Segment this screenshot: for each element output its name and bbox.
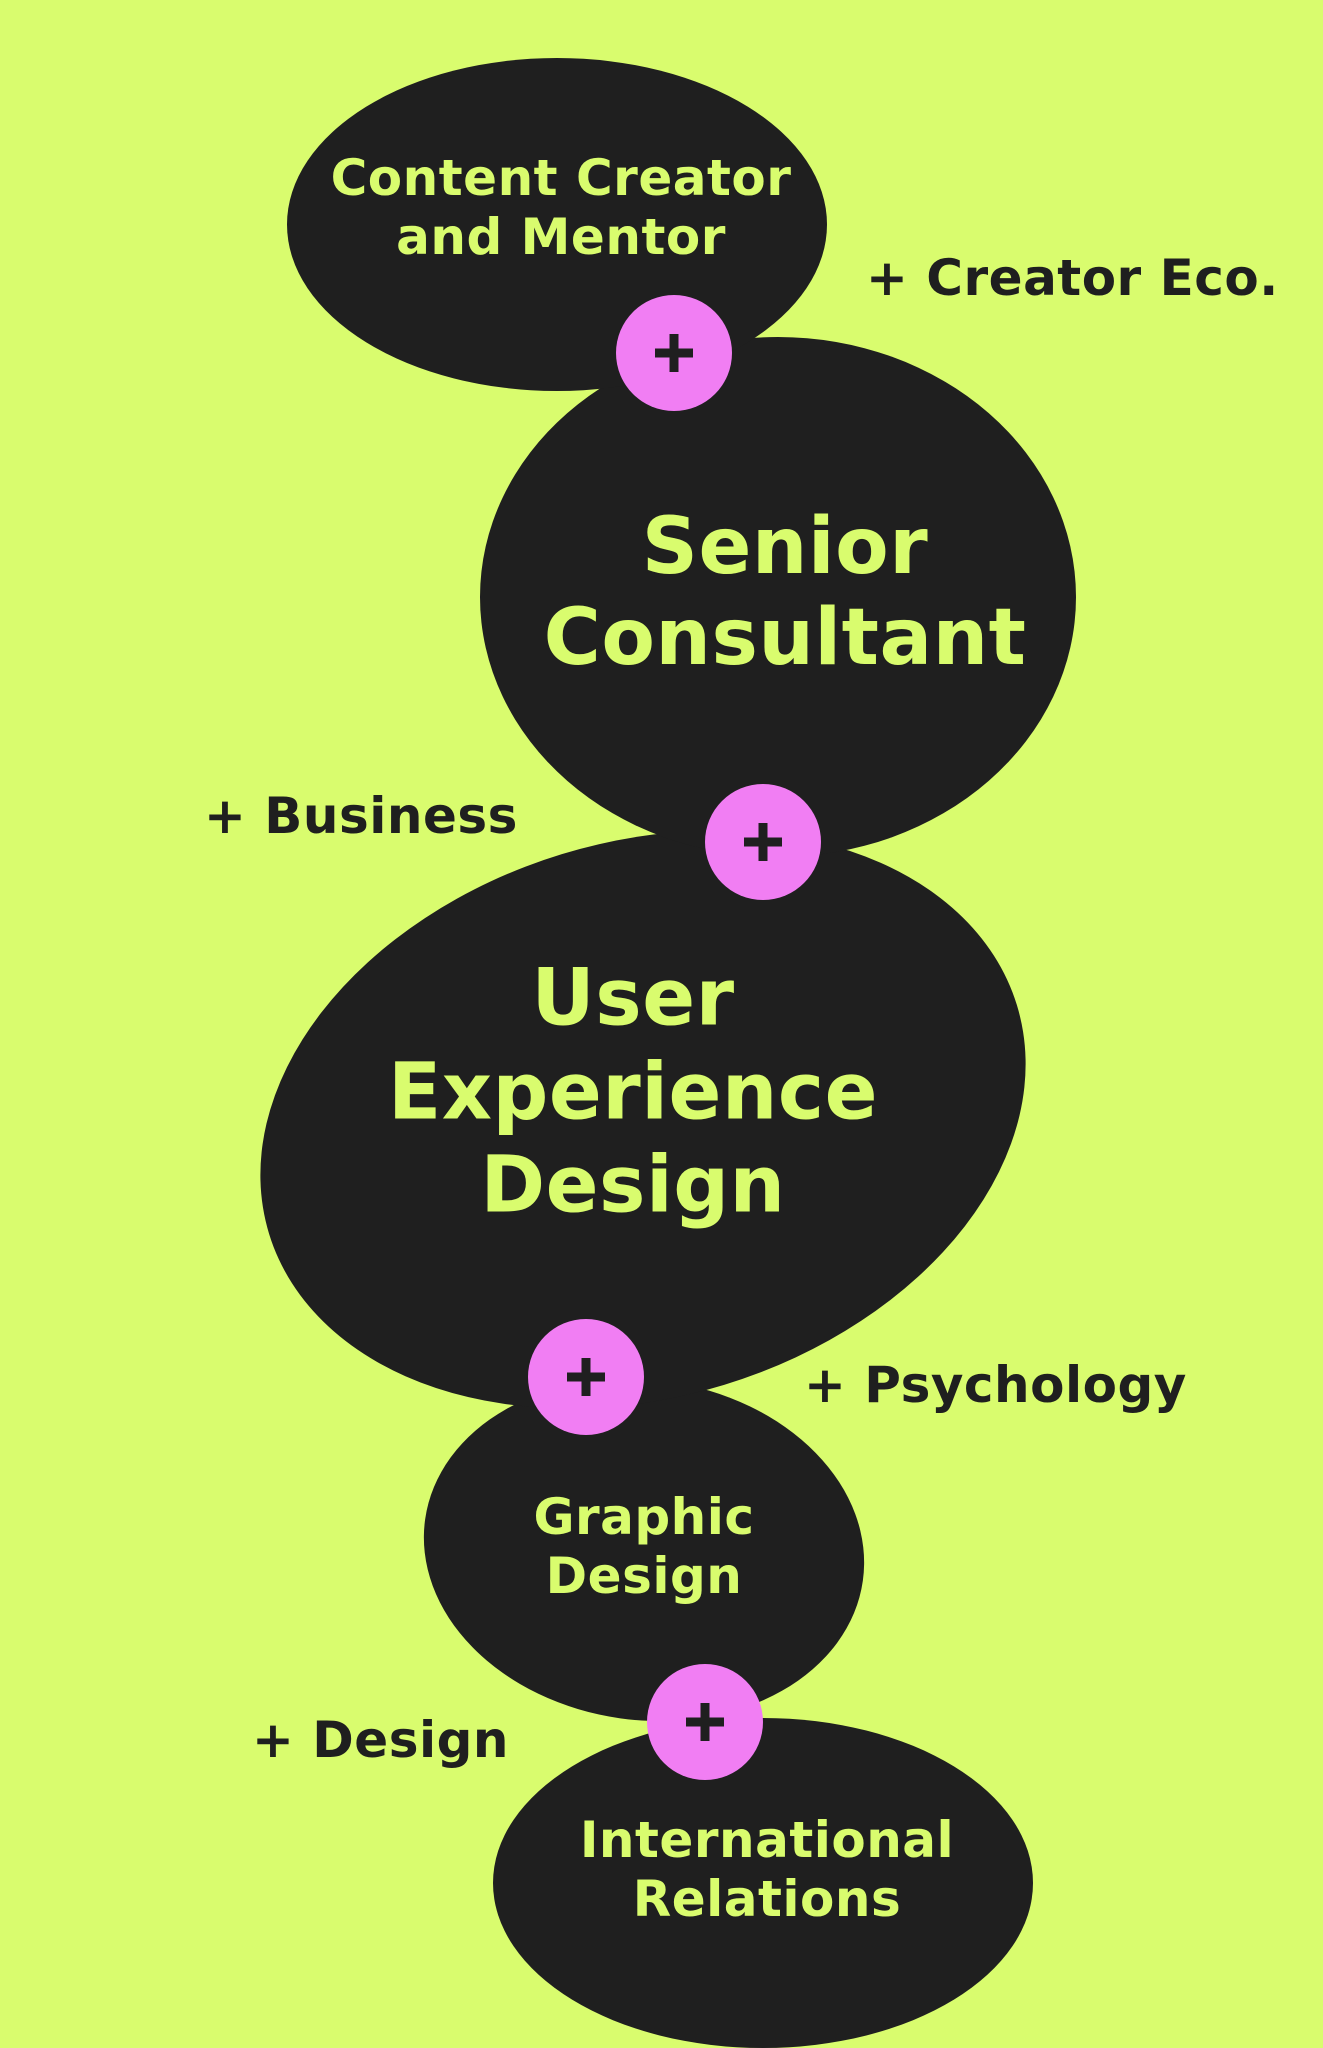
stage-label-ux-design: User Experience Design xyxy=(387,953,879,1231)
addon-design: + Design xyxy=(252,1711,510,1769)
plus-icon xyxy=(616,295,732,411)
stage-label-content-creator: Content Creator and Mentor xyxy=(330,149,792,266)
plus-icon xyxy=(647,1664,763,1780)
addon-creator-eco: + Creator Eco. xyxy=(866,249,1279,307)
plus-icon xyxy=(705,784,821,900)
stage-label-international-relations: International Relations xyxy=(579,1811,955,1928)
blob-international-relations xyxy=(493,1718,1033,2048)
stage-label-senior-consultant: Senior Consultant xyxy=(543,501,1027,683)
blob-senior-consultant xyxy=(480,337,1076,857)
addon-psychology: + Psychology xyxy=(804,1356,1187,1414)
addon-business: + Business xyxy=(204,787,518,845)
blob-content-creator xyxy=(287,58,827,391)
plus-icon xyxy=(528,1319,644,1435)
stage-label-graphic-design: Graphic Design xyxy=(533,1488,755,1605)
